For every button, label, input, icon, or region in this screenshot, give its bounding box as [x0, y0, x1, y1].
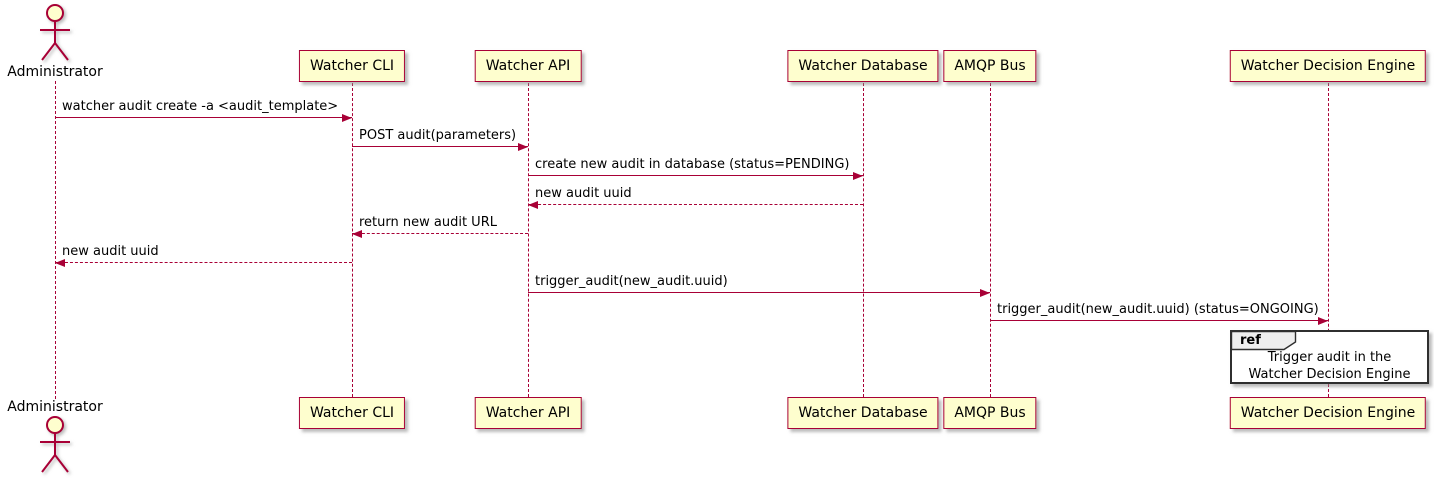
actor-icon: [40, 416, 70, 473]
message-line: [528, 204, 863, 205]
lifeline-watcher-database: [863, 83, 864, 397]
message-label: POST audit(parameters): [359, 128, 517, 143]
message-label: return new audit URL: [359, 215, 497, 230]
lifeline-administrator: [55, 81, 56, 399]
ref-text-line1: Trigger audit in the: [1267, 350, 1392, 365]
lifeline-amqp-bus: [990, 83, 991, 397]
actor-administrator-bottom: [33, 415, 77, 479]
message-trigger-audit-ongoing: trigger_audit(new_audit.uuid) (status=ON…: [990, 301, 1328, 325]
message-label: trigger_audit(new_audit.uuid) (status=ON…: [997, 302, 1319, 317]
message-trigger-audit: trigger_audit(new_audit.uuid): [528, 273, 990, 297]
arrowhead-icon: [528, 201, 538, 209]
message-label: new audit uuid: [62, 244, 159, 259]
arrowhead-icon: [1318, 317, 1328, 325]
message-line: [352, 233, 528, 234]
message-new-audit-uuid-to-admin: new audit uuid: [55, 243, 352, 267]
message-line: [528, 175, 863, 176]
lifeline-watcher-api: [528, 83, 529, 397]
participant-watcher-cli-top: Watcher CLI: [298, 50, 406, 82]
lifeline-watcher-decision-engine: [1328, 83, 1329, 397]
message-label: create new audit in database (status=PEN…: [535, 157, 850, 172]
message-create-new-audit: create new audit in database (status=PEN…: [528, 156, 863, 180]
arrowhead-icon: [55, 259, 65, 267]
participant-amqp-bus-top: AMQP Bus: [943, 50, 1037, 82]
actor-administrator-top-label: Administrator: [7, 64, 103, 80]
participant-watcher-database-bottom: Watcher Database: [787, 397, 939, 429]
message-post-audit: POST audit(parameters): [352, 127, 528, 151]
arrowhead-icon: [342, 114, 352, 122]
arrowhead-icon: [980, 289, 990, 297]
message-line: [55, 117, 352, 118]
ref-fragment: ref Trigger audit in the Watcher Decisio…: [1230, 330, 1429, 384]
participant-watcher-api-bottom: Watcher API: [474, 397, 582, 429]
message-return-new-audit-url: return new audit URL: [352, 214, 528, 238]
message-line: [990, 320, 1328, 321]
participant-watcher-api-top: Watcher API: [474, 50, 582, 82]
message-new-audit-uuid-return: new audit uuid: [528, 185, 863, 209]
message-line: [55, 262, 352, 263]
message-line: [528, 292, 990, 293]
actor-administrator-top: [33, 3, 77, 67]
participant-watcher-database-top: Watcher Database: [787, 50, 939, 82]
message-label: new audit uuid: [535, 186, 632, 201]
message-watcher-audit-create: watcher audit create -a <audit_template>: [55, 98, 352, 122]
message-label: watcher audit create -a <audit_template>: [62, 99, 339, 114]
arrowhead-icon: [853, 172, 863, 180]
message-label: trigger_audit(new_audit.uuid): [535, 274, 728, 289]
participant-watcher-cli-bottom: Watcher CLI: [298, 397, 406, 429]
message-line: [352, 146, 528, 147]
ref-text: Trigger audit in the Watcher Decision En…: [1232, 350, 1427, 382]
ref-header-pentagon: [1231, 331, 1297, 351]
participant-watcher-decision-engine-bottom: Watcher Decision Engine: [1229, 397, 1427, 429]
arrowhead-icon: [518, 143, 528, 151]
arrowhead-icon: [352, 230, 362, 238]
actor-icon: [40, 4, 70, 61]
ref-text-line2: Watcher Decision Engine: [1248, 367, 1411, 382]
lifeline-watcher-cli: [352, 83, 353, 397]
participant-watcher-decision-engine-top: Watcher Decision Engine: [1229, 50, 1427, 82]
actor-administrator-bottom-label: Administrator: [7, 399, 103, 415]
participant-amqp-bus-bottom: AMQP Bus: [943, 397, 1037, 429]
ref-tag-label: ref: [1240, 333, 1261, 348]
